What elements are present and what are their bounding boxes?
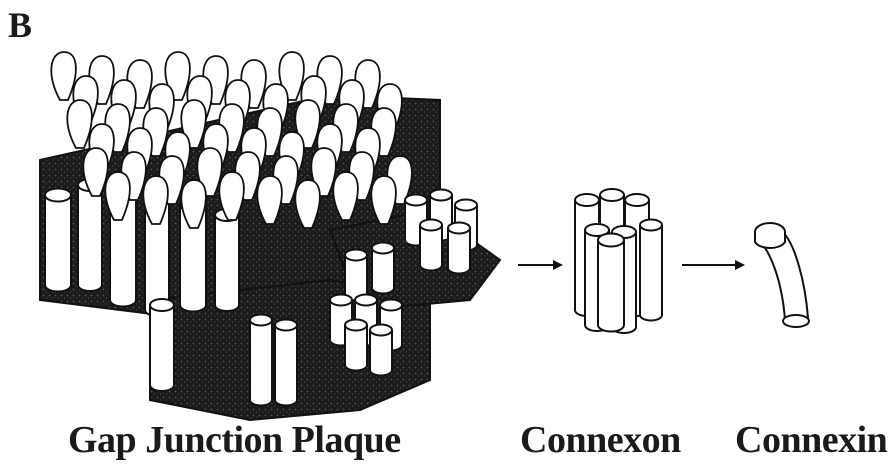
connexin-label: Connexin (735, 418, 887, 462)
connexon-subunit (372, 243, 394, 294)
connexon-illustration (575, 189, 662, 333)
arrow-plaque-to-connexon (518, 260, 563, 270)
connexon-petal (51, 52, 76, 100)
connexon-subunit (345, 320, 367, 371)
gap-junction-plaque-label: Gap Junction Plaque (68, 418, 401, 462)
channel-column (215, 209, 239, 311)
channel-column (250, 315, 272, 406)
channel-column (275, 320, 297, 406)
channel-column (150, 299, 174, 391)
arrow-connexon-to-connexin (682, 260, 745, 270)
panel-letter: B (8, 4, 32, 46)
connexon-petal (67, 100, 92, 148)
connexin-subunit (640, 220, 662, 321)
channel-column (45, 189, 71, 292)
connexon-subunit (370, 325, 392, 376)
gap-junction-plaque-illustration (40, 52, 500, 420)
connexon-subunit (420, 220, 442, 271)
connexin-subunit (598, 234, 624, 332)
connexin-illustration (755, 223, 809, 327)
connexon-subunit (448, 223, 470, 274)
connexon-subunit (345, 250, 367, 301)
connexon-label: Connexon (520, 418, 681, 462)
